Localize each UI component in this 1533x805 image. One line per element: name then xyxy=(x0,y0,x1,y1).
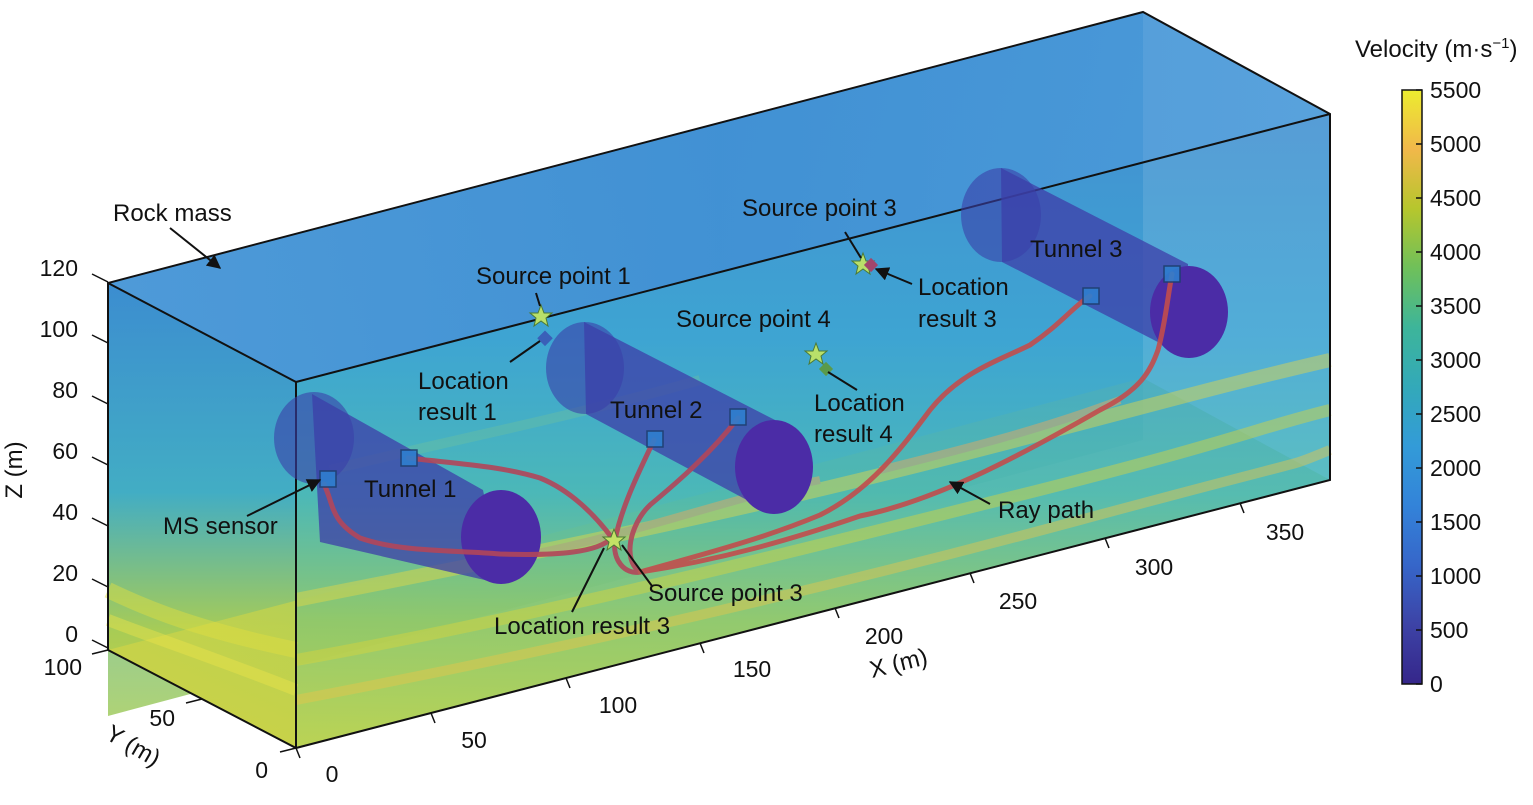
source-point-1-label: Source point 1 xyxy=(476,263,631,290)
ms-sensor-label: MS sensor xyxy=(163,513,278,540)
colorbar-tick-label: 500 xyxy=(1430,617,1468,643)
x-tick-label: 250 xyxy=(999,588,1037,614)
x-axis: 0 50 100 150 200 250 300 350 X (m) xyxy=(295,502,1304,787)
z-tick-label: 80 xyxy=(52,377,78,403)
ms-sensor-marker xyxy=(729,408,747,426)
colorbar-tick-label: 5000 xyxy=(1430,131,1481,157)
colorbar-title-close: ) xyxy=(1509,36,1517,63)
tunnel-1-label: Tunnel 1 xyxy=(364,476,457,503)
source-point-3-label-bottom: Source point 3 xyxy=(648,580,803,607)
ray-path-label: Ray path xyxy=(998,497,1094,524)
z-axis-tick-marks xyxy=(91,273,109,649)
x-tick-label: 50 xyxy=(461,727,487,753)
y-tick-label: 50 xyxy=(149,705,175,731)
ms-sensor-marker xyxy=(319,470,337,488)
location-result-3-label-line1: Location xyxy=(918,274,1009,301)
colorbar-tick-label: 2000 xyxy=(1430,455,1481,481)
tunnel-3-label: Tunnel 3 xyxy=(1030,236,1123,263)
colorbar-title-sup: −1 xyxy=(1492,35,1509,52)
x-tick-label: 200 xyxy=(865,623,903,649)
x-tick-label: 0 xyxy=(326,761,339,787)
colorbar-tick-label: 2500 xyxy=(1430,401,1481,427)
tunnel-3-back-end xyxy=(961,168,1041,262)
x-tick-label: 150 xyxy=(733,656,771,682)
location-result-4-label-line2: result 4 xyxy=(814,421,893,448)
source-point-3-star-bottom xyxy=(601,527,627,552)
ms-sensors xyxy=(319,265,1181,488)
y-tick-label: 100 xyxy=(44,654,82,680)
source-point-3-label-top: Source point 3 xyxy=(742,195,897,222)
x-axis-tick-marks xyxy=(295,502,1245,759)
x-tick-label: 100 xyxy=(599,692,637,718)
rock-mass-box xyxy=(104,10,1332,750)
ms-sensor-marker xyxy=(1082,287,1100,305)
source-point-4-label: Source point 4 xyxy=(676,306,831,333)
ms-sensor-marker xyxy=(646,430,664,448)
tunnel-1-front-end xyxy=(461,490,541,584)
ray-path-2 xyxy=(405,455,615,541)
tunnel-2-label: Tunnel 2 xyxy=(610,397,703,424)
z-tick-label: 100 xyxy=(40,316,78,342)
colorbar-tick-label: 4500 xyxy=(1430,185,1481,211)
z-tick-label: 20 xyxy=(52,560,78,586)
colorbar-tick-label: 4000 xyxy=(1430,239,1481,265)
location-result-3-label-bottom: Location result 3 xyxy=(494,613,670,640)
colorbar-bar xyxy=(1401,89,1423,685)
z-tick-label: 40 xyxy=(52,499,78,525)
ms-sensor-marker xyxy=(1163,265,1181,283)
colorbar-title-main: Velocity (m·s xyxy=(1355,36,1492,63)
source-point-1-star xyxy=(528,303,554,328)
ray-path-4 xyxy=(627,415,741,575)
tunnel-2-back-end xyxy=(546,322,624,414)
source-point-4-star xyxy=(803,341,829,366)
z-axis-title: Z (m) xyxy=(1,441,28,498)
rock-mass-label: Rock mass xyxy=(113,200,232,227)
colorbar: Velocity (m·s−1) 55005000450040003500300… xyxy=(1355,35,1517,697)
source-markers xyxy=(528,251,879,552)
location-result-1-label-line2: result 1 xyxy=(418,399,497,426)
z-tick-label: 120 xyxy=(40,255,78,281)
ray-path-5 xyxy=(637,293,1093,575)
location-result-3-marker-top xyxy=(863,257,879,273)
z-tick-label: 0 xyxy=(65,621,78,647)
ray-path-1 xyxy=(321,481,615,557)
colorbar-tick-label: 1000 xyxy=(1430,563,1481,589)
tunnel-1-back-end xyxy=(274,392,354,484)
ray-path-6 xyxy=(637,271,1175,575)
top-face xyxy=(108,12,1330,382)
tunnel-2 xyxy=(546,322,813,514)
z-tick-label: 60 xyxy=(52,438,78,464)
y-axis-tick-marks xyxy=(91,649,297,753)
colorbar-tick-label: 3000 xyxy=(1430,347,1481,373)
location-result-1-marker xyxy=(537,330,553,347)
colorbar-ticks: 5500500045004000350030002500200015001000… xyxy=(1416,77,1481,697)
tunnel-2-front-end xyxy=(735,420,813,514)
location-result-1-label-line1: Location xyxy=(418,368,509,395)
annotation-labels: Rock mass Source point 1 Location result… xyxy=(113,195,1123,640)
y-tick-label: 0 xyxy=(255,757,268,783)
x-tick-label: 300 xyxy=(1135,554,1173,580)
ms-sensor-marker xyxy=(400,449,418,467)
colorbar-title: Velocity (m·s−1) xyxy=(1355,35,1517,63)
annotation-leaders xyxy=(169,227,991,613)
colorbar-tick-label: 1500 xyxy=(1430,509,1481,535)
x-tick-label: 350 xyxy=(1266,519,1304,545)
colorbar-tick-label: 3500 xyxy=(1430,293,1481,319)
colorbar-tick-label: 5500 xyxy=(1430,77,1481,103)
location-result-4-label-line1: Location xyxy=(814,390,905,417)
z-axis: 0 20 40 60 80 100 120 Z (m) xyxy=(1,255,109,649)
x-axis-title: X (m) xyxy=(867,643,930,683)
location-result-3-label-line2: result 3 xyxy=(918,306,997,333)
tunnel-3 xyxy=(961,168,1228,358)
colorbar-tick-label: 0 xyxy=(1430,671,1443,697)
